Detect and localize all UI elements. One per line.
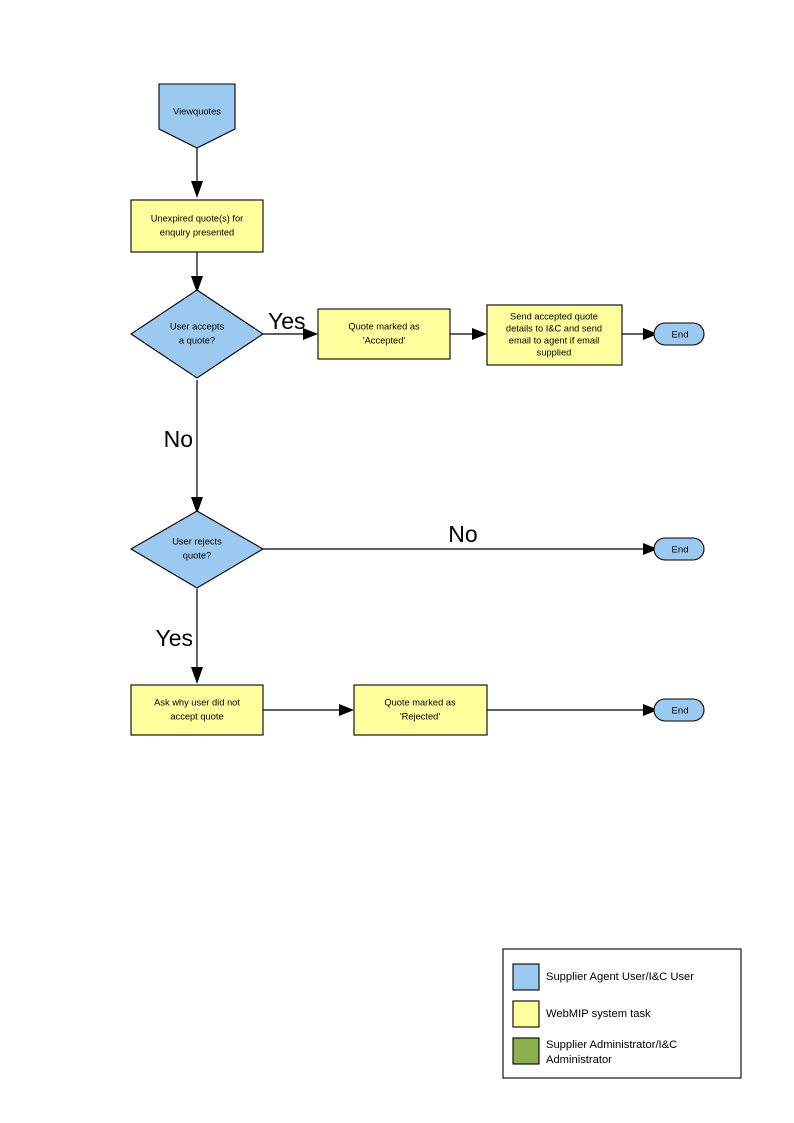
- node-send-accepted-details[interactable]: Send accepted quote details to I&C and s…: [486, 304, 623, 366]
- node-accepted-line-1: Quote marked as: [348, 321, 420, 331]
- node-end-1[interactable]: End: [653, 322, 705, 346]
- edge-label-accepts-yes: Yes: [268, 308, 306, 334]
- node-start-viewquotes[interactable]: Viewquotes: [158, 83, 236, 149]
- node-accepts-line-1: User accepts: [170, 321, 225, 331]
- edge-label-accepts-no: No: [164, 426, 193, 452]
- edge-start-to-unexpired: [191, 148, 203, 198]
- node-send-line-1: Send accepted quote: [510, 311, 598, 321]
- legend-label-user: Supplier Agent User/I&C User: [546, 971, 694, 983]
- legend-label-system: WebMIP system task: [546, 1008, 651, 1020]
- node-ask-why-line-2: accept quote: [170, 711, 223, 721]
- legend-label-admin-line-2: Administrator: [546, 1054, 612, 1066]
- node-ask-why-line-1: Ask why user did not: [154, 697, 240, 707]
- node-end-3-label: End: [671, 706, 688, 717]
- edge-label-rejects-yes: Yes: [155, 625, 193, 651]
- legend-swatch-user: [512, 963, 540, 991]
- node-decision-user-rejects[interactable]: User rejects quote?: [129, 510, 265, 589]
- node-ask-why[interactable]: Ask why user did not accept quote: [130, 684, 264, 736]
- node-quote-marked-accepted[interactable]: Quote marked as 'Accepted': [317, 308, 451, 360]
- node-quote-marked-rejected[interactable]: Quote marked as 'Rejected': [353, 684, 488, 736]
- node-end-1-label: End: [671, 330, 688, 341]
- connectors: [191, 148, 658, 716]
- node-send-line-4: supplied: [537, 347, 572, 357]
- node-accepted-line-2: 'Accepted': [363, 335, 406, 345]
- edge-label-rejects-no: No: [448, 521, 477, 547]
- edge-accepts-no: [191, 380, 203, 514]
- edge-askwhy-to-rejected: [263, 704, 354, 716]
- edge-accepted-to-send: [450, 328, 487, 340]
- node-decision-user-accepts[interactable]: User accepts a quote?: [130, 289, 264, 379]
- legend-label-admin-line-1: Supplier Administrator/I&C: [546, 1039, 677, 1051]
- node-rejects-line-2: quote?: [183, 550, 211, 560]
- node-unexpired-line-2: enquiry presented: [160, 227, 234, 237]
- node-start-label: Viewquotes: [173, 106, 221, 116]
- legend-swatch-system: [512, 1000, 540, 1028]
- edge-unexpired-to-accepts: [191, 252, 203, 293]
- node-end-3[interactable]: End: [653, 698, 705, 722]
- legend-swatch-admin: [512, 1037, 540, 1065]
- node-end-2-label: End: [671, 545, 688, 556]
- node-end-2[interactable]: End: [653, 537, 705, 561]
- legend-panel: [502, 948, 742, 1079]
- node-unexpired-line-1: Unexpired quote(s) for: [151, 213, 244, 223]
- node-send-line-3: email to agent if email: [509, 335, 599, 345]
- edge-send-to-end1: [622, 328, 658, 340]
- node-send-line-2: details to I&C and send: [506, 323, 602, 333]
- node-rejected-line-2: 'Rejected': [400, 711, 440, 721]
- node-rejects-line-1: User rejects: [172, 536, 222, 546]
- node-rejected-line-1: Quote marked as: [384, 697, 456, 707]
- edge-accepts-yes: [263, 328, 318, 340]
- edge-rejects-no: [263, 543, 658, 555]
- edge-rejects-yes: [191, 589, 203, 684]
- node-accepts-line-2: a quote?: [179, 335, 215, 345]
- edge-rejected-to-end3: [487, 704, 658, 716]
- node-unexpired-quotes[interactable]: Unexpired quote(s) for enquiry presented: [130, 199, 264, 253]
- legend: Supplier Agent User/I&C User WebMIP syst…: [502, 948, 742, 1079]
